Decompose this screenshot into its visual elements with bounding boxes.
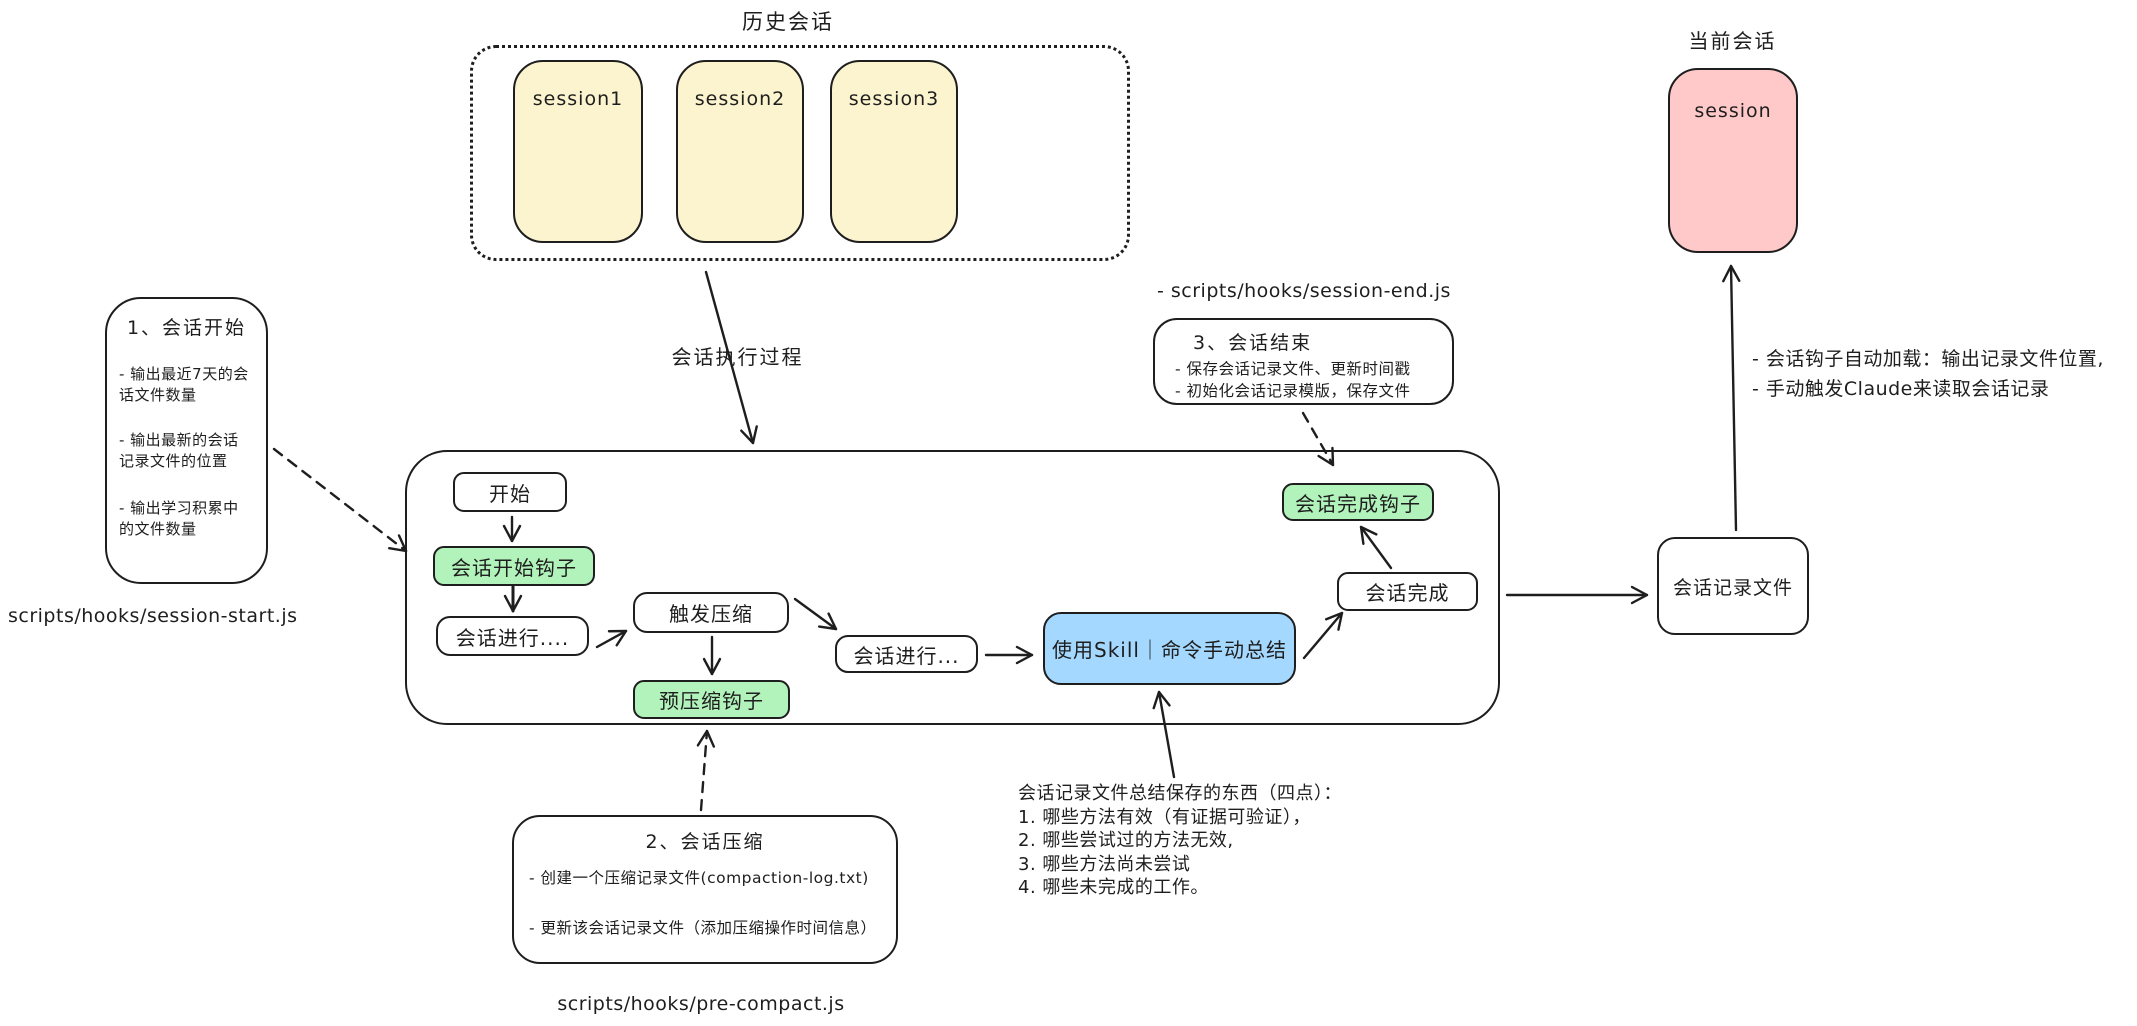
session-complete-node: 会话完成: [1337, 572, 1478, 611]
history-sessions-group: [470, 45, 1130, 261]
current-session-label: session: [1694, 100, 1772, 122]
session-running-2-node: 会话进行...: [835, 635, 978, 673]
pre-compact-hook-label: 预压缩钩子: [659, 689, 764, 713]
history-sessions-title: 历史会话: [742, 10, 834, 34]
note-compact-line: - 创建一个压缩记录文件(compaction-log.txt): [529, 869, 869, 887]
note-session-end-line: - 初始化会话记录模版，保存文件: [1175, 382, 1411, 400]
note-compact-title: 2、会话压缩: [645, 831, 765, 853]
arrow-running1-to-trigger: [595, 629, 628, 649]
note-session-start-title: 1、会话开始: [126, 317, 247, 339]
session3-card: session3: [830, 60, 958, 243]
note-compact: 2、会话压缩 - 创建一个压缩记录文件(compaction-log.txt) …: [512, 815, 898, 964]
session1-card: session1: [513, 60, 643, 243]
session-complete-label: 会话完成: [1365, 581, 1450, 605]
start-node: 开始: [453, 472, 567, 512]
manual-summary-node: 使用Skill｜命令手动总结: [1043, 612, 1296, 685]
session-complete-hook-label: 会话完成钩子: [1295, 491, 1421, 516]
note-record-load-line: - 手动触发Claude来读取会话记录: [1752, 378, 2050, 400]
current-session-title: 当前会话: [1688, 29, 1777, 53]
arrow-complete-to-completehook: [1359, 525, 1393, 570]
session2-card: session2: [676, 60, 804, 243]
execution-process-label: 会话执行过程: [671, 345, 804, 369]
note-summary-points-line: 4. 哪些未完成的工作。: [1018, 877, 1209, 898]
current-session-card: session: [1668, 68, 1798, 253]
session-complete-hook-node: 会话完成钩子: [1282, 483, 1434, 521]
note-summary-points: 会话记录文件总结保存的东西（四点）： 1. 哪些方法有效（有证据可验证）， 2.…: [1018, 782, 1342, 900]
note-session-start-line: - 输出最新的会话记录文件的位置: [119, 431, 239, 470]
arrow-summary-to-complete: [1302, 611, 1344, 660]
start-node-label: 开始: [489, 481, 531, 506]
note-session-end: 3、会话结束 - 保存会话记录文件、更新时间戳 - 初始化会话记录模版，保存文件: [1153, 318, 1454, 405]
note-summary-points-line: 2. 哪些尝试过的方法无效,: [1018, 830, 1234, 851]
note-summary-points-line: 3. 哪些方法尚未尝试: [1018, 853, 1191, 875]
dashed-arrow-compactnote-to-precompact: [696, 729, 716, 812]
note-summary-points-line: 1. 哪些方法有效（有证据可验证），: [1018, 806, 1311, 828]
record-file-node: 会话记录文件: [1657, 537, 1809, 635]
trigger-compact-label: 触发压缩: [669, 602, 753, 626]
session-start-script-label: scripts/hooks/session-start.js: [8, 605, 298, 627]
dashed-arrow-endnote-to-completehook: [1301, 411, 1335, 467]
note-session-start-line: - 输出学习积累中的文件数量: [119, 499, 239, 538]
trigger-compact-node: 触发压缩: [633, 592, 789, 633]
session2-label: session2: [694, 88, 786, 110]
pre-compact-hook-node: 预压缩钩子: [633, 680, 790, 719]
flow-container: [405, 450, 1500, 725]
note-record-load-line: - 会话钩子自动加载：输出记录文件位置,: [1752, 348, 2104, 370]
session-start-hook-node: 会话开始钩子: [433, 546, 595, 586]
arrow-points-to-summary: [1152, 690, 1176, 779]
note-session-start-line: - 输出最近7天的会话文件数量: [119, 365, 249, 404]
session-running-2-label: 会话进行...: [853, 643, 960, 668]
pre-compact-script-label: scripts/hooks/pre-compact.js: [557, 993, 845, 1015]
note-session-start: 1、会话开始 - 输出最近7天的会话文件数量 - 输出最新的会话记录文件的位置 …: [105, 297, 268, 584]
note-summary-points-line: 会话记录文件总结保存的东西（四点）：: [1018, 783, 1342, 804]
note-record-load: - 会话钩子自动加载：输出记录文件位置, - 手动触发Claude来读取会话记录: [1752, 344, 2104, 404]
arrow-trigger-to-running2: [793, 597, 838, 631]
session3-label: session3: [848, 88, 940, 110]
record-file-label: 会话记录文件: [1672, 576, 1793, 599]
session-running-1-label: 会话进行....: [455, 625, 570, 650]
note-compact-line: - 更新该会话记录文件（添加压缩操作时间信息）: [529, 919, 877, 937]
dashed-arrow-startnote-to-container: [272, 447, 408, 553]
session-running-1-node: 会话进行....: [436, 616, 589, 656]
arrow-record-to-session: [1722, 264, 1741, 532]
session1-label: session1: [532, 88, 624, 110]
note-session-end-line: - 保存会话记录文件、更新时间戳: [1175, 360, 1411, 378]
manual-summary-label: 使用Skill｜命令手动总结: [1052, 638, 1287, 662]
session-start-hook-label: 会话开始钩子: [451, 555, 577, 580]
note-session-end-title: 3、会话结束: [1193, 332, 1313, 354]
arrow-history-to-container: [704, 270, 758, 445]
session-end-script-label: - scripts/hooks/session-end.js: [1157, 280, 1451, 302]
